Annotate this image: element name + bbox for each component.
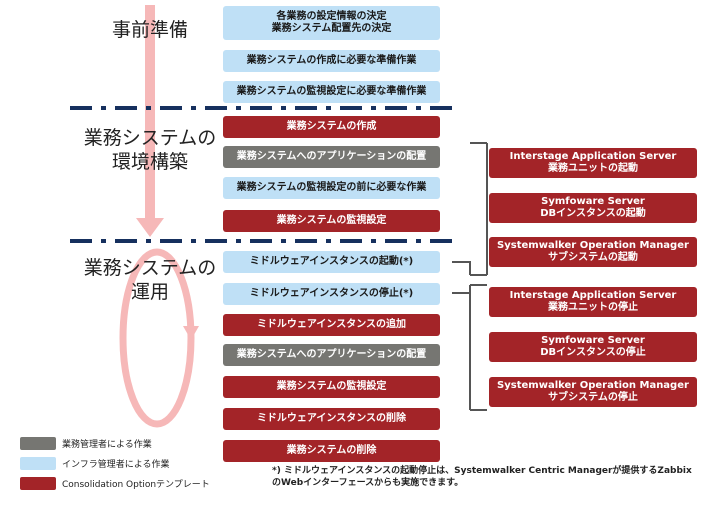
start-product-box-1: Interstage Application Server 業務ユニットの起動 (489, 148, 697, 178)
step-8-label: ミドルウェアインスタンスの起動(*) (249, 256, 414, 267)
step-box-1: 各業務の設定情報の決定 業務システム配置先の決定 (223, 6, 440, 40)
step-7-label: 業務システムの監視設定 (276, 215, 387, 226)
flow-arrow-head (136, 218, 164, 237)
legend-item-business-admin: 業務管理者による作業 (20, 437, 152, 450)
step-13-label: ミドルウェアインスタンスの削除 (256, 413, 407, 424)
operation-loop-arrow-head (183, 326, 199, 340)
legend-label-2: インフラ管理者による作業 (62, 460, 170, 470)
stop-product-2-action: DBインスタンスの停止 (540, 347, 646, 358)
step-box-12: 業務システムの監視設定 (223, 376, 440, 398)
start-brace (470, 142, 488, 276)
step-box-2: 業務システムの作成に必要な準備作業 (223, 50, 440, 72)
legend-item-infra-admin: インフラ管理者による作業 (20, 457, 169, 470)
start-product-1-action: 業務ユニットの起動 (548, 163, 638, 174)
step-box-13: ミドルウェアインスタンスの削除 (223, 408, 440, 430)
legend-swatch-red (20, 477, 56, 490)
step-4-label: 業務システムの作成 (286, 121, 377, 132)
legend-swatch-light (20, 457, 56, 470)
step-1-line2: 業務システム配置先の決定 (271, 23, 392, 34)
step-11-label: 業務システムへのアプリケーションの配置 (236, 349, 427, 360)
step-box-7: 業務システムの監視設定 (223, 210, 440, 232)
step-10-label: ミドルウェアインスタンスの追加 (256, 319, 407, 330)
stop-product-box-2: Symfoware Server DBインスタンスの停止 (489, 332, 697, 362)
step-6-label: 業務システムの監視設定の前に必要な作業 (236, 182, 427, 193)
stop-product-2-name: Symfoware Server (541, 335, 645, 346)
phase-build-line2: 環境構築 (111, 151, 188, 173)
step-box-6: 業務システムの監視設定の前に必要な作業 (223, 177, 440, 199)
stop-product-box-3: Systemwalker Operation Manager サブシステムの停止 (489, 377, 697, 407)
legend-label-1: 業務管理者による作業 (62, 440, 152, 450)
step-12-label: 業務システムの監視設定 (276, 381, 387, 392)
phase-label-ops: 業務システムの 運用 (55, 256, 245, 304)
step-14-label: 業務システムの削除 (286, 445, 377, 456)
footnote-line1: *) ミドルウェアインスタンスの起動停止は、Systemwalker Centr… (272, 466, 692, 476)
start-product-3-name: Systemwalker Operation Manager (497, 240, 689, 251)
flow-arrow-shaft (145, 5, 155, 220)
stop-product-box-1: Interstage Application Server 業務ユニットの停止 (489, 287, 697, 317)
phase-label-build: 業務システムの 環境構築 (55, 126, 245, 174)
start-product-1-name: Interstage Application Server (509, 151, 677, 162)
stop-product-3-name: Systemwalker Operation Manager (497, 380, 689, 391)
stop-product-1-name: Interstage Application Server (509, 290, 677, 301)
step-box-10: ミドルウェアインスタンスの追加 (223, 314, 440, 336)
step-5-label: 業務システムへのアプリケーションの配置 (236, 151, 427, 162)
phase-ops-line2: 運用 (130, 281, 169, 303)
step-9-label: ミドルウェアインスタンスの停止(*) (249, 288, 414, 299)
legend-item-template: Consolidation Optionテンプレート (20, 477, 210, 490)
step-box-4: 業務システムの作成 (223, 116, 440, 138)
stop-product-1-action: 業務ユニットの停止 (548, 302, 638, 313)
start-product-box-2: Symfoware Server DBインスタンスの起動 (489, 193, 697, 223)
step-1-line1: 各業務の設定情報の決定 (276, 11, 387, 22)
footnote-line2: のWebインターフェースからも実施できます。 (272, 478, 464, 488)
phase-ops-line1: 業務システムの (83, 257, 217, 279)
phase-label-prep: 事前準備 (60, 18, 240, 42)
footnote: *) ミドルウェアインスタンスの起動停止は、Systemwalker Centr… (272, 465, 702, 489)
legend-swatch-gray (20, 437, 56, 450)
phase-build-line1: 業務システムの (83, 127, 217, 149)
start-product-box-3: Systemwalker Operation Manager サブシステムの起動 (489, 237, 697, 267)
step-2-label: 業務システムの作成に必要な準備作業 (246, 55, 417, 66)
stop-product-3-action: サブシステムの停止 (548, 392, 638, 403)
phase-prep-text: 事前準備 (111, 19, 188, 41)
start-product-2-name: Symfoware Server (541, 196, 645, 207)
stop-brace (469, 284, 487, 411)
step-box-11: 業務システムへのアプリケーションの配置 (223, 344, 440, 366)
step-box-3: 業務システムの監視設定に必要な準備作業 (223, 81, 440, 103)
start-product-2-action: DBインスタンスの起動 (540, 208, 646, 219)
step-box-14: 業務システムの削除 (223, 440, 440, 462)
step-box-9: ミドルウェアインスタンスの停止(*) (223, 283, 440, 305)
step-box-8: ミドルウェアインスタンスの起動(*) (223, 251, 440, 273)
start-product-3-action: サブシステムの起動 (548, 252, 638, 263)
start-brace-pointer (452, 261, 471, 275)
legend-label-3: Consolidation Optionテンプレート (62, 480, 210, 490)
step-3-label: 業務システムの監視設定に必要な準備作業 (236, 86, 427, 97)
step-box-5: 業務システムへのアプリケーションの配置 (223, 146, 440, 168)
